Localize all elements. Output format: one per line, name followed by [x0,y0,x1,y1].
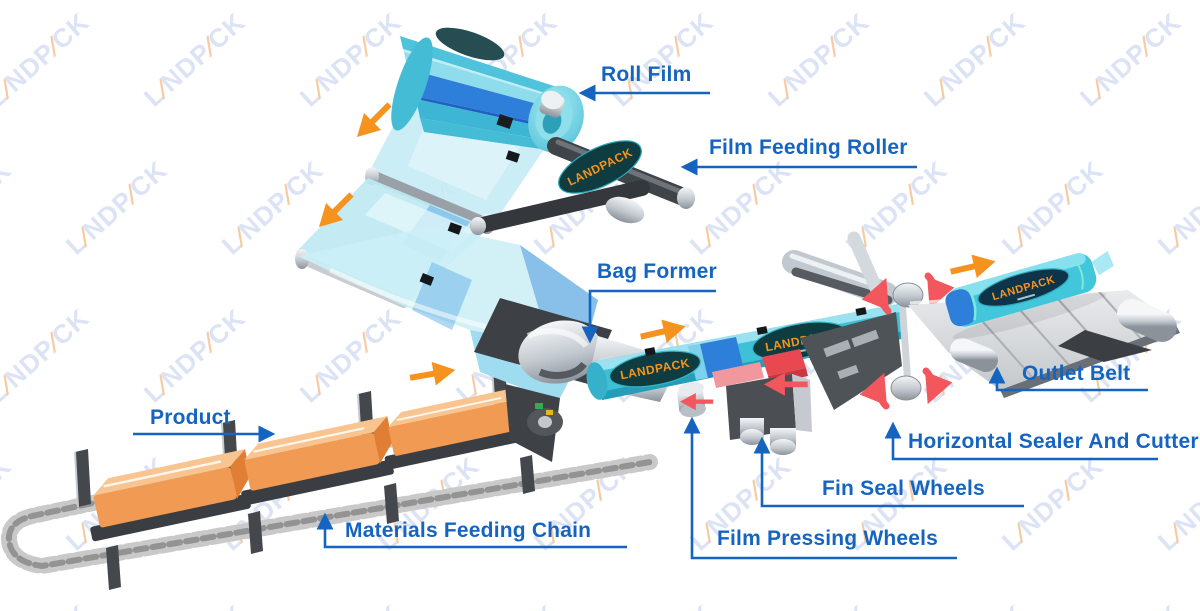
svg-text:L∕NDP∕CK: L∕NDP∕CK [996,154,1109,260]
svg-text:L∕NDP∕CK: L∕NDP∕CK [138,6,251,112]
svg-text:L∕NDP∕CK: L∕NDP∕CK [450,598,563,611]
belt-roller [1117,299,1177,342]
svg-text:L∕NDP∕CK: L∕NDP∕CK [216,154,329,260]
products [90,385,532,542]
finished-package: LANDPACK [945,250,1114,340]
svg-text:L∕NDP∕CK: L∕NDP∕CK [1074,6,1187,112]
svg-text:L∕NDP∕CK: L∕NDP∕CK [762,598,875,611]
label-outlet-belt: Outlet Belt [1022,362,1131,385]
svg-text:L∕NDP∕CK: L∕NDP∕CK [996,450,1109,556]
label-roll-film: Roll Film [601,63,692,86]
belt-roller [950,338,998,372]
svg-text:L∕NDP∕CK: L∕NDP∕CK [0,302,95,408]
product-item [90,449,251,542]
leader-lines [133,84,1158,560]
svg-text:L∕NDP∕CK: L∕NDP∕CK [294,598,407,611]
svg-text:L∕NDP∕CK: L∕NDP∕CK [1152,450,1200,556]
label-film-pressing-wheels: Film Pressing Wheels [717,527,939,550]
leader-film-pressing-wheels [683,416,957,560]
label-materials-feeding-chain: Materials Feeding Chain [345,519,592,542]
label-film-feeding-roller: Film Feeding Roller [709,136,908,159]
leader-outlet-belt [988,366,1148,392]
svg-text:L∕NDP∕CK: L∕NDP∕CK [606,598,719,611]
svg-text:L∕NDP∕CK: L∕NDP∕CK [1074,598,1187,611]
svg-text:L∕NDP∕CK: L∕NDP∕CK [762,6,875,112]
svg-text:L∕NDP∕CK: L∕NDP∕CK [0,6,95,112]
label-horizontal-sealer-and-cutter: Horizontal Sealer And Cutter [908,430,1199,453]
fin-seal-wheels [712,349,812,455]
svg-text:L∕NDP∕CK: L∕NDP∕CK [138,302,251,408]
leader-bag-former [581,289,716,344]
leader-horizontal-sealer [884,421,1158,461]
leader-materials-feeding-chain [316,512,627,549]
film-pressing-wheels [676,381,714,418]
label-bag-former: Bag Former [597,260,717,283]
svg-text:L∕NDP∕CK: L∕NDP∕CK [60,154,173,260]
roll-shaft [539,90,565,118]
tube-brand-label: LANDPACK [609,350,701,388]
svg-text:L∕NDP∕CK: L∕NDP∕CK [918,6,1031,112]
sealer-rotation-arrows [859,272,955,410]
svg-text:L∕NDP∕CK: L∕NDP∕CK [684,154,797,260]
materials-feeding-chain [1,363,658,590]
film-brand-label: LANDPACK [558,140,642,194]
horizontal-sealer-and-cutter [782,231,955,410]
svg-text:L∕NDP∕CK: L∕NDP∕CK [918,598,1031,611]
svg-text:L∕NDP∕CK: L∕NDP∕CK [1152,154,1200,260]
svg-text:L∕NDP∕CK: L∕NDP∕CK [294,6,407,112]
svg-text:L∕NDP∕CK: L∕NDP∕CK [294,302,407,408]
product-item [241,416,394,506]
svg-text:L∕NDP∕CK: L∕NDP∕CK [0,598,95,611]
film-feeding-rollers: LANDPACK [470,137,695,235]
svg-text:L∕NDP∕CK: L∕NDP∕CK [138,598,251,611]
roll-film-cylinder [391,27,584,153]
svg-text:L∕NDP∕CK: L∕NDP∕CK [0,154,17,260]
leader-fin-seal-wheels [753,436,1024,508]
svg-text:L∕NDP∕CK: L∕NDP∕CK [606,6,719,112]
label-product: Product [150,406,231,429]
label-fin-seal-wheels: Fin Seal Wheels [822,477,985,500]
